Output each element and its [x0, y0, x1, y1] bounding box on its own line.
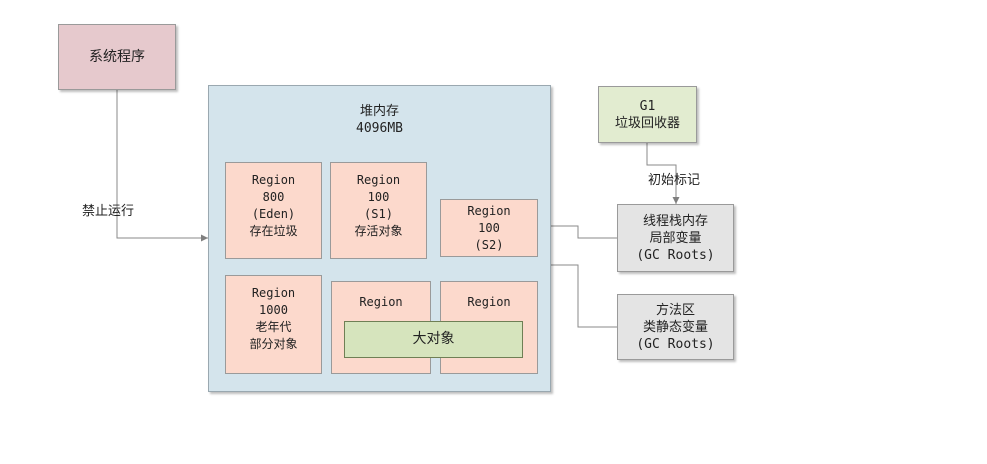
arrow-g1-to-stack [646, 143, 680, 204]
heap-title: 堆内存 4096MB [208, 100, 551, 140]
region-s1: Region 100 (S1) 存活对象 [330, 162, 427, 259]
region-name: Region [251, 286, 296, 300]
region-tag: (S2) [474, 237, 504, 252]
heap-size-label: 4096MB [356, 121, 403, 136]
thread-stack-line3: (GC Roots) [636, 247, 715, 263]
region-name: Region [356, 173, 401, 187]
method-area-line1: 方法区 [655, 302, 695, 318]
region-name: Region [251, 173, 296, 187]
large-object-label: 大对象 [412, 331, 455, 347]
region-eden: Region 800 (Eden) 存在垃圾 [225, 162, 322, 259]
heap-title-label: 堆内存 [359, 104, 399, 119]
region-size: 100 [367, 190, 390, 204]
stop-running-label: 禁止运行 [82, 204, 135, 219]
system-program-box: 系统程序 [58, 24, 176, 90]
region-tag: (Eden) [251, 207, 296, 221]
region-tag: 老年代 [255, 320, 292, 334]
thread-stack-line1: 线程栈内存 [642, 213, 708, 229]
arrow-stack-to-s2 [540, 222, 617, 239]
region-name: Region [467, 295, 511, 309]
region-size: 800 [262, 190, 285, 204]
g1-label: G1 [639, 98, 656, 114]
system-program-label: 系统程序 [89, 48, 145, 65]
method-area-line2: 类静态变量 [642, 319, 708, 335]
method-area-line3: (GC Roots) [636, 336, 715, 352]
initial-mark-label: 初始标记 [648, 173, 701, 188]
region-desc: 存在垃圾 [249, 224, 298, 238]
thread-stack-box: 线程栈内存 局部变量 (GC Roots) [617, 204, 734, 272]
region-name: Region [467, 203, 511, 218]
g1-collector-box: G1 垃圾回收器 [598, 86, 697, 143]
large-object-box: 大对象 [344, 321, 523, 358]
region-old-gen: Region 1000 老年代 部分对象 [225, 275, 322, 374]
region-tag: (S1) [364, 207, 393, 221]
region-desc: 存活对象 [354, 224, 403, 238]
thread-stack-line2: 局部变量 [649, 230, 702, 246]
region-desc: 部分对象 [249, 337, 298, 351]
method-area-box: 方法区 类静态变量 (GC Roots) [617, 294, 734, 360]
g1-collector-label: 垃圾回收器 [614, 115, 680, 131]
region-size: 100 [478, 220, 500, 235]
region-size: 1000 [259, 303, 288, 317]
region-name: Region [359, 295, 403, 309]
region-s2: Region 100 (S2) [440, 199, 538, 257]
arrow-system-to-heap [116, 90, 208, 242]
